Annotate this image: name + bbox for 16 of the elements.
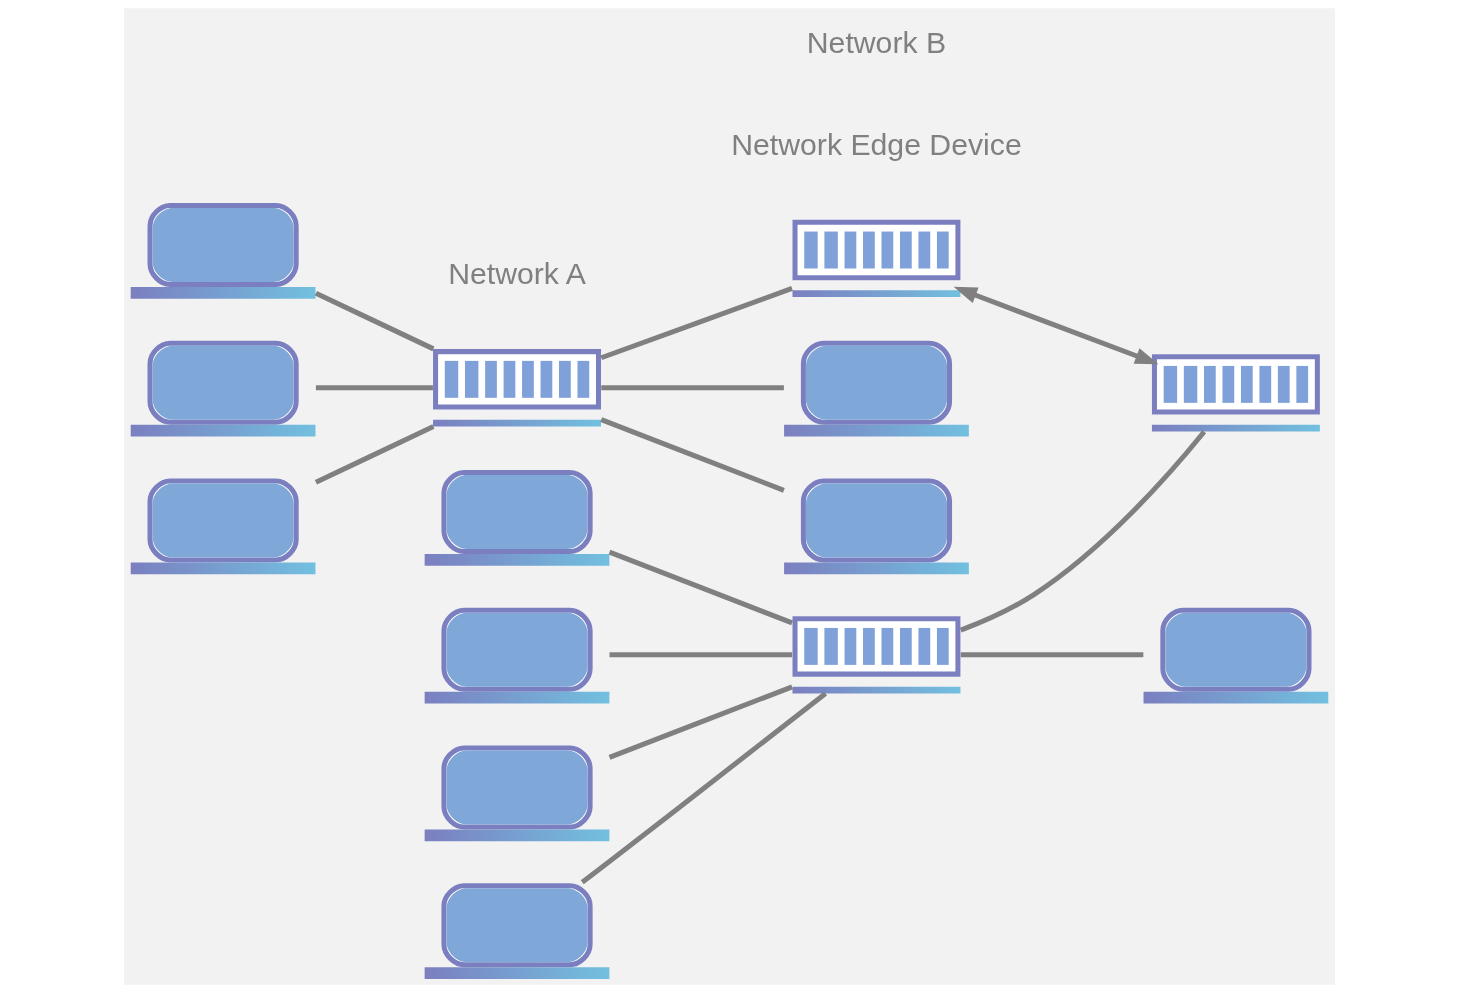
- label: Network A: [448, 257, 586, 291]
- connector: [315, 385, 433, 391]
- connector: [601, 385, 784, 391]
- connector: [600, 417, 785, 493]
- connector: [609, 652, 793, 658]
- connector: [960, 652, 1144, 658]
- connector: [608, 549, 793, 626]
- connector: [608, 684, 793, 760]
- connector: [314, 290, 435, 352]
- connector: [314, 424, 435, 485]
- label: Network Edge Device: [731, 127, 1022, 161]
- connector: [600, 286, 793, 361]
- label: Network B: [806, 25, 947, 59]
- connector: [580, 691, 828, 885]
- arrow: [953, 286, 1159, 365]
- connector: [959, 430, 1207, 633]
